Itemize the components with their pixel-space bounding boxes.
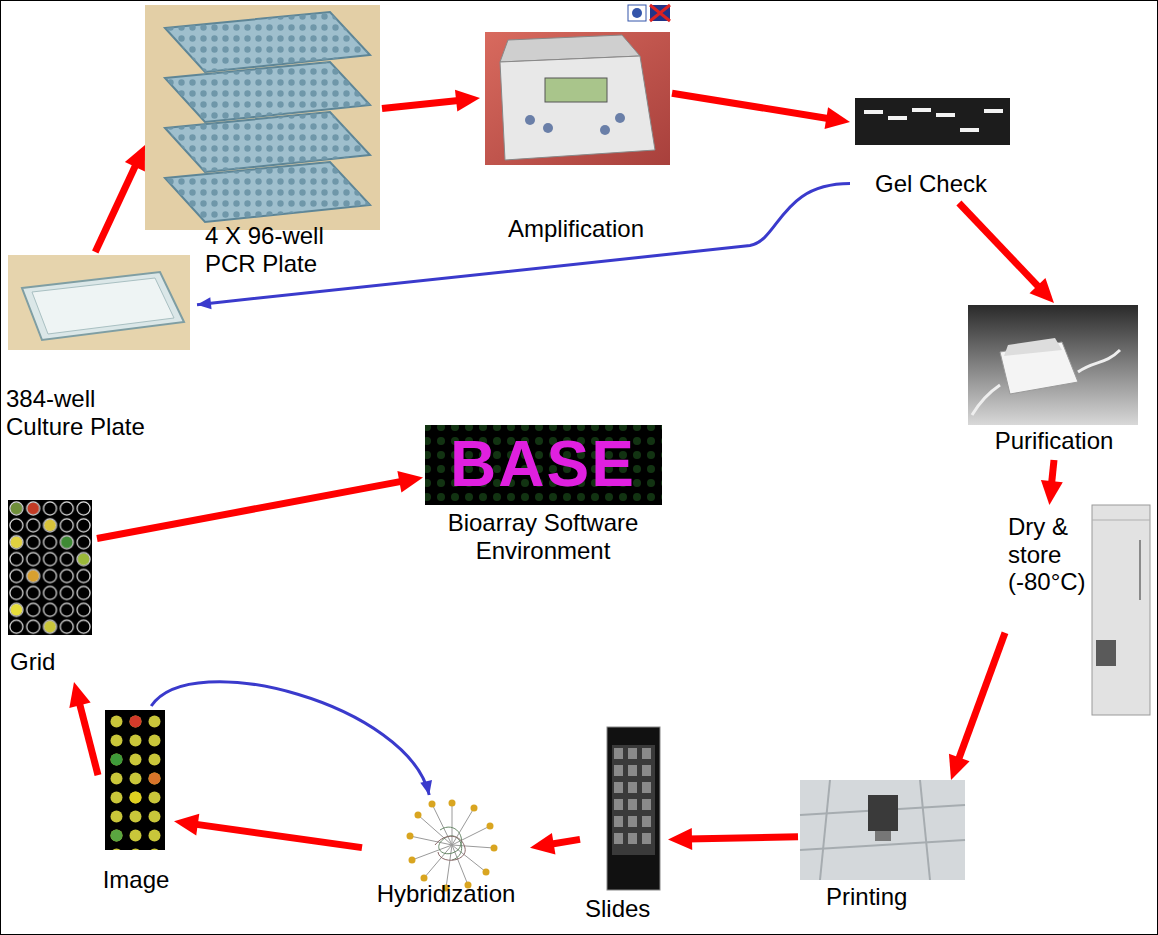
flow-arrow — [672, 93, 850, 129]
step-caption: Hybridization — [377, 880, 516, 908]
step-node: Hybridization — [362, 795, 530, 912]
arrow-head — [69, 682, 90, 708]
arrow-head — [668, 828, 692, 850]
thermal-cycler-picture — [485, 5, 670, 165]
flow-arrow — [668, 828, 798, 850]
step-caption: Printing — [826, 883, 907, 911]
arrow-line — [687, 837, 798, 839]
flow-arrow — [959, 203, 1054, 303]
step-caption: Slides — [585, 895, 650, 923]
grid-picture — [8, 500, 92, 635]
arrow-head — [825, 107, 850, 129]
flow-arrow — [97, 471, 423, 538]
step-node: Printing — [798, 780, 968, 915]
feedback-arrow — [151, 682, 432, 795]
step-caption: 384-well Culture Plate — [6, 385, 166, 440]
arrow-line — [959, 203, 1041, 289]
freezer-picture — [1092, 505, 1150, 715]
step-caption: Grid — [10, 648, 55, 676]
flow-arrow — [382, 90, 480, 112]
step-node: Image — [98, 706, 174, 898]
slide-picture — [607, 727, 660, 890]
culture-plate-picture — [8, 255, 190, 350]
step-caption: 4 X 96-well PCR Plate — [205, 222, 345, 277]
step-node: 4 X 96-well PCR Plate — [145, 5, 382, 285]
arrow-head — [530, 833, 555, 855]
feedback-arrow — [197, 184, 850, 310]
arrow-head — [197, 297, 212, 309]
step-node: Slides — [580, 722, 668, 928]
base-logo-ground — [425, 425, 662, 505]
flow-arrow — [949, 633, 1005, 780]
flow-arrow — [1041, 460, 1063, 505]
step-node: Amplification — [480, 5, 672, 250]
flow-arrow — [95, 145, 145, 252]
step-node: 384-well Culture Plate — [5, 252, 197, 447]
arrow-line — [193, 824, 362, 848]
step-node: Purification — [965, 303, 1143, 460]
arrow-head — [174, 814, 199, 836]
step-caption: Amplification — [508, 215, 644, 243]
arrow-head — [125, 145, 145, 171]
logo-text: BASE — [450, 432, 636, 496]
hybridization-picture — [407, 800, 498, 892]
purification-picture — [968, 305, 1138, 425]
step-caption: Gel Check — [875, 170, 987, 198]
arrow-line — [97, 481, 404, 539]
flow-arrow — [530, 833, 580, 855]
arrow-line — [672, 93, 831, 119]
flow-arrow — [69, 682, 98, 775]
arrow-line — [79, 701, 98, 776]
arrow-head — [420, 780, 432, 795]
step-node: Dry & store (-80°C) — [1005, 505, 1153, 718]
step-caption: Image — [103, 866, 170, 894]
arrow-head — [397, 471, 423, 493]
scan-picture — [105, 710, 165, 850]
arrow-head — [1041, 480, 1063, 505]
arrow-line — [151, 682, 429, 795]
pcr-plate-picture — [145, 5, 380, 230]
arrow-line — [197, 184, 850, 305]
printer-picture — [800, 780, 965, 880]
step-caption: Bioarray Software Environment — [436, 509, 651, 564]
step-caption: Purification — [995, 427, 1114, 455]
arrow-line — [382, 100, 461, 108]
step-node: Grid — [5, 498, 97, 682]
step-node: BASE Bioarray Software Environment — [423, 423, 663, 570]
flow-arrow — [174, 814, 362, 848]
arrow-head — [1029, 278, 1054, 303]
step-node: Gel Check — [850, 95, 1015, 203]
step-caption: Dry & store (-80°C) — [1008, 513, 1093, 596]
arrow-line — [958, 633, 1005, 762]
arrow-line — [95, 162, 137, 252]
arrow-head — [949, 754, 970, 780]
arrow-head — [455, 90, 480, 112]
gel-picture — [855, 98, 1010, 145]
